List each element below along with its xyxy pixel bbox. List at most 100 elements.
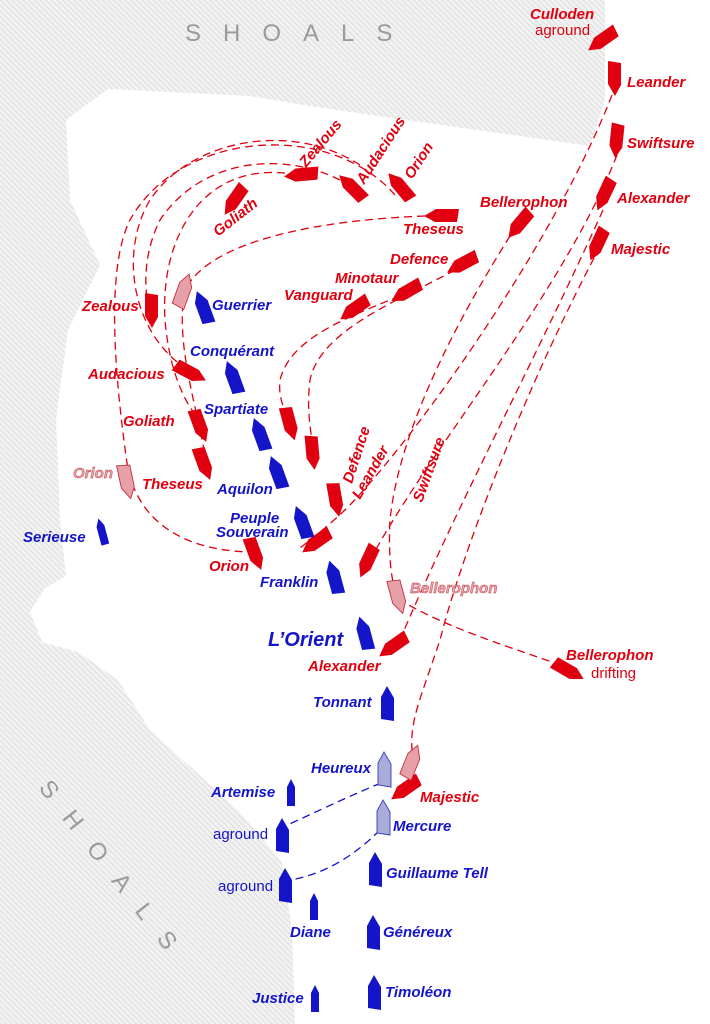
french-routes bbox=[284, 782, 382, 881]
ship-lorient-icon bbox=[356, 616, 376, 651]
ship-serieuse-icon bbox=[96, 518, 110, 546]
route-orion bbox=[113, 144, 396, 553]
label-tonnant: Tonnant bbox=[313, 694, 373, 711]
ship-alexander-icon bbox=[596, 175, 617, 211]
sea-area bbox=[30, 0, 710, 1024]
label-culloden: Culloden bbox=[530, 6, 594, 23]
label-artemise: Artemise bbox=[210, 784, 275, 801]
label-bellerophon: Bellerophon bbox=[480, 194, 568, 211]
label-serieuse: Serieuse bbox=[23, 529, 86, 546]
route-zealous bbox=[145, 163, 341, 321]
label-leander: Leander bbox=[627, 74, 687, 91]
ship-timoleon-icon bbox=[368, 975, 381, 1010]
ship-franklin-icon bbox=[326, 560, 346, 595]
ship-orion-2-icon bbox=[242, 536, 264, 570]
label-genereux: Généreux bbox=[383, 924, 453, 941]
label-peuple: Peuple bbox=[230, 510, 279, 527]
ship-goliath-lost-icon bbox=[171, 273, 193, 311]
ship-orion-lost-icon bbox=[116, 464, 135, 500]
ship-genereux-icon bbox=[367, 915, 380, 950]
ship-orion-icon bbox=[388, 173, 417, 203]
label-diane: Diane bbox=[290, 924, 331, 941]
ship-leander-icon bbox=[608, 61, 621, 96]
route-audacious bbox=[132, 139, 361, 369]
ship-peuple-souverain-icon bbox=[293, 506, 315, 540]
ship-guerrier-icon bbox=[194, 291, 216, 325]
shoals-label-top: SHOALS bbox=[185, 20, 414, 47]
label-guerrier: Guerrier bbox=[212, 297, 272, 314]
label-swiftsure: Swiftsure bbox=[627, 135, 695, 152]
ship-majestic-icon bbox=[589, 225, 610, 261]
ship-heureux-icon bbox=[377, 751, 392, 788]
label-franklin: Franklin bbox=[260, 574, 318, 591]
label-drifting: drifting bbox=[591, 665, 636, 682]
ship-aquilon-icon bbox=[268, 456, 290, 490]
ship-goliath-2-icon bbox=[187, 408, 209, 442]
ship-artemise-icon bbox=[287, 779, 295, 806]
label-minotaur: Minotaur bbox=[335, 270, 399, 287]
ships bbox=[96, 24, 625, 1012]
label-guillaume-tell: Guillaume Tell bbox=[386, 865, 489, 882]
ship-bellerophon-lost-icon bbox=[386, 579, 407, 615]
label-alexander-lower: Alexander bbox=[307, 658, 382, 675]
ship-spartiate-icon bbox=[251, 418, 273, 452]
label-goliath: Goliath bbox=[123, 413, 175, 430]
ship-justice-icon bbox=[311, 985, 319, 1012]
label-majestic-lower: Majestic bbox=[420, 789, 480, 806]
label-theseus: Theseus bbox=[142, 476, 203, 493]
label-majestic: Majestic bbox=[611, 241, 671, 258]
label-audacious: Audacious bbox=[87, 366, 165, 383]
route-bellerophon bbox=[388, 235, 561, 666]
ship-guillaume-tell-icon bbox=[369, 852, 382, 887]
route-defence bbox=[307, 269, 456, 461]
ship-tonnant-icon bbox=[381, 686, 394, 721]
ship-aground-2-icon bbox=[279, 868, 292, 903]
ship-culloden-icon bbox=[588, 24, 619, 51]
route-swiftsure bbox=[364, 154, 618, 571]
ship-leander-3-icon bbox=[302, 526, 333, 553]
label-timoleon: Timoléon bbox=[385, 984, 451, 1001]
label-justice: Justice bbox=[252, 990, 304, 1007]
label-defence-top: Defence bbox=[390, 251, 448, 268]
route-alexander bbox=[399, 209, 604, 641]
ship-defence-3-icon bbox=[304, 435, 320, 470]
ship-audacious-icon bbox=[339, 175, 369, 203]
ship-swiftsure-icon bbox=[609, 122, 625, 158]
ship-defence-2-icon bbox=[278, 406, 298, 441]
ship-majestic-lost-icon bbox=[399, 744, 421, 782]
ship-conquerant-icon bbox=[224, 361, 246, 395]
ship-theseus-2-icon bbox=[191, 446, 213, 480]
label-aquilon: Aquilon bbox=[216, 481, 273, 498]
ship-aground-1-icon bbox=[276, 818, 289, 853]
route-majestic bbox=[411, 257, 595, 751]
label-bellerophon-lost: Bellerophon bbox=[410, 580, 498, 597]
ship-theseus-icon bbox=[424, 209, 459, 222]
ship-diane-icon bbox=[310, 893, 318, 920]
label-zealous: Zealous bbox=[81, 298, 139, 315]
label-lorient: L’Orient bbox=[268, 629, 345, 651]
label-bellerophon-drifting: Bellerophon bbox=[566, 647, 654, 664]
ship-zealous-icon bbox=[284, 166, 319, 182]
route-heureux bbox=[284, 782, 382, 827]
route-goliath bbox=[163, 171, 286, 421]
label-spartiate: Spartiate bbox=[204, 401, 268, 418]
label-alexander: Alexander bbox=[616, 190, 691, 207]
route-mercure bbox=[289, 829, 381, 881]
label-vanguard: Vanguard bbox=[284, 287, 353, 304]
label-theseus-top: Theseus bbox=[403, 221, 464, 238]
ship-audacious-2-icon bbox=[171, 359, 206, 381]
label-heureux: Heureux bbox=[311, 760, 372, 777]
ship-vanguard-icon bbox=[340, 293, 371, 320]
labels: Culloden aground Leander Swiftsure Alexa… bbox=[23, 6, 695, 1007]
ship-leander-2-icon bbox=[326, 483, 344, 517]
label-conquerant: Conquérant bbox=[190, 343, 275, 360]
ship-goliath-icon bbox=[224, 182, 249, 215]
ship-zealous-2-icon bbox=[145, 293, 158, 328]
ship-defence-icon bbox=[447, 249, 480, 273]
ship-majestic-2-icon bbox=[391, 773, 422, 800]
ship-mercure-icon bbox=[376, 799, 391, 836]
ship-swiftsure-2-icon bbox=[359, 542, 380, 578]
label-culloden-aground: aground bbox=[535, 22, 590, 39]
label-souverain: Souverain bbox=[216, 524, 289, 541]
label-aground-1: aground bbox=[213, 826, 268, 843]
